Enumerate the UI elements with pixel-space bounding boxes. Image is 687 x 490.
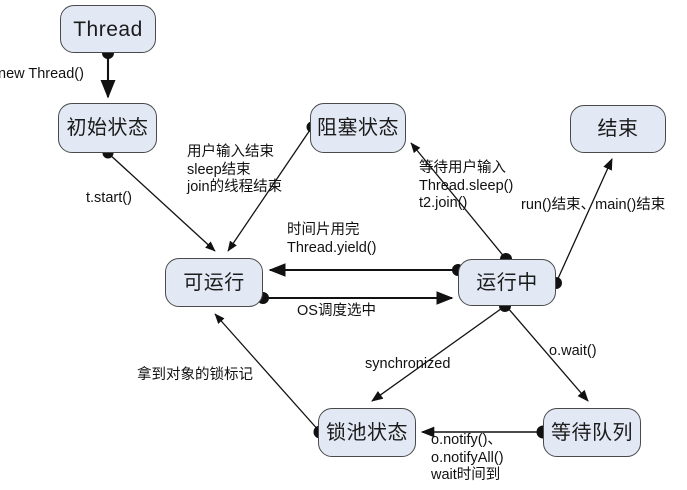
edge-label-yield: 时间片用完 Thread.yield() xyxy=(287,222,377,256)
node-initial-state-label: 初始状态 xyxy=(66,117,149,139)
edge-label-os-schedule: OS调度选中 xyxy=(297,303,376,319)
edge-label-blocked-to-runnable: 用户输入结束 sleep结束 join的线程结束 xyxy=(187,144,283,195)
node-end-state-label: 结束 xyxy=(597,118,639,140)
edge-label-o-wait: o.wait() xyxy=(549,343,597,359)
node-running-state-label: 运行中 xyxy=(476,271,538,294)
edge-o-wait xyxy=(506,306,589,402)
node-running-state[interactable]: 运行中 xyxy=(458,259,556,306)
edge-label-notify: o.notify()、 o.notifyAll() wait时间到 xyxy=(431,432,504,483)
edge-new-thread xyxy=(100,47,116,99)
node-blocked-state[interactable]: 阻塞状态 xyxy=(310,103,406,153)
node-end-state[interactable]: 结束 xyxy=(570,105,666,153)
edge-label-t-start: t.start() xyxy=(86,190,132,206)
node-lock-pool-state-label: 锁池状态 xyxy=(326,421,408,444)
node-initial-state[interactable]: 初始状态 xyxy=(58,103,157,153)
edge-to-end xyxy=(550,158,613,289)
node-runnable-state-label: 可运行 xyxy=(183,271,245,294)
edge-label-got-lock: 拿到对象的锁标记 xyxy=(137,367,253,383)
node-thread[interactable]: Thread xyxy=(60,5,156,53)
edge-yield xyxy=(268,263,464,277)
node-thread-label: Thread xyxy=(73,17,143,41)
node-blocked-state-label: 阻塞状态 xyxy=(317,117,399,139)
edge-label-synchronized: synchronized xyxy=(365,356,451,372)
node-wait-queue-state-label: 等待队列 xyxy=(551,421,633,444)
edge-synchronized xyxy=(371,300,511,402)
node-wait-queue-state[interactable]: 等待队列 xyxy=(543,408,641,457)
node-lock-pool-state[interactable]: 锁池状态 xyxy=(318,408,416,457)
edge-label-new-thread: new Thread() xyxy=(0,66,84,82)
edge-label-to-end: run()结束、main()结束 xyxy=(521,197,666,213)
edge-label-running-to-blocked: 等待用户输入 Thread.sleep() t2.join() xyxy=(419,160,514,211)
node-runnable-state[interactable]: 可运行 xyxy=(165,258,263,307)
